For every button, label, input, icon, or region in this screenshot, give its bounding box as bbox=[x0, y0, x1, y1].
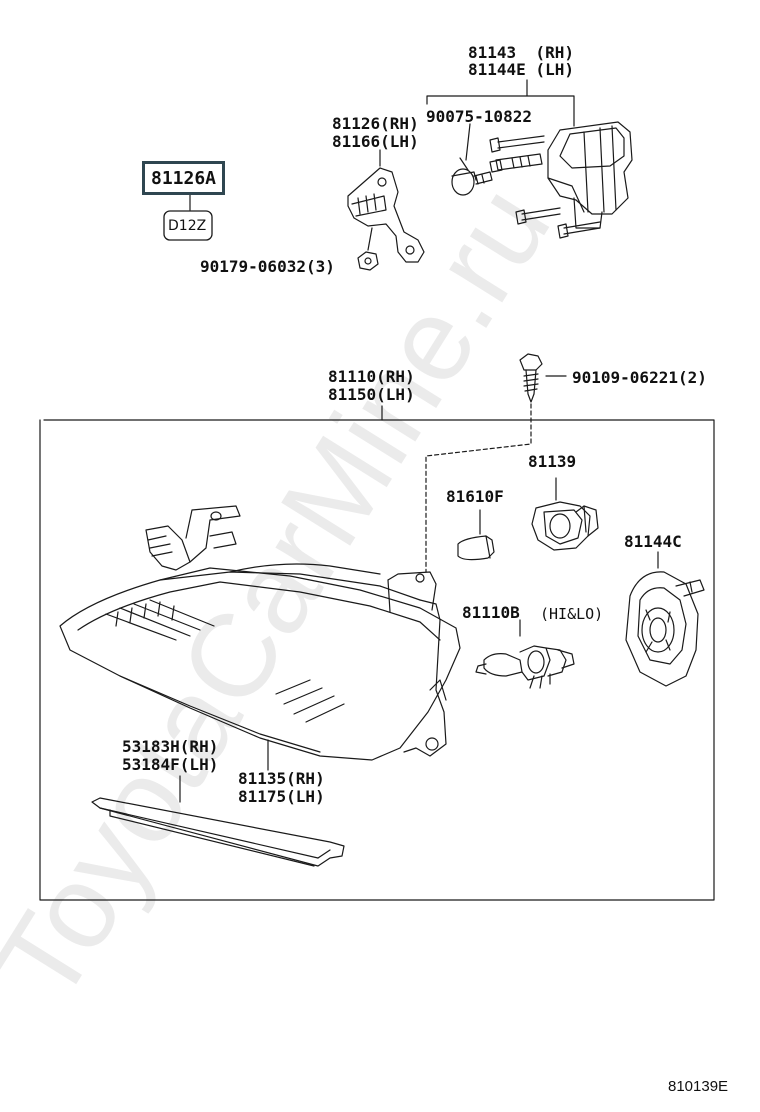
label-81150[interactable]: 81150(LH) bbox=[328, 385, 415, 404]
headlamp-drawing bbox=[59, 505, 461, 761]
bulb-81610F-drawing bbox=[457, 509, 495, 561]
leader-90075 bbox=[465, 123, 471, 161]
screw-90109-drawing bbox=[519, 353, 567, 403]
label-53183H[interactable]: 53183H(RH) bbox=[122, 737, 219, 756]
bulb-badge-text: D12Z bbox=[168, 218, 207, 234]
label-81144E[interactable]: 81144E (LH) bbox=[468, 60, 574, 79]
bulb-81110B-drawing bbox=[475, 619, 575, 689]
leader-81143 bbox=[426, 79, 575, 127]
label-81135[interactable]: 81135(RH) bbox=[238, 769, 325, 788]
label-81166[interactable]: 81166(LH) bbox=[332, 132, 419, 151]
label-81139[interactable]: 81139 bbox=[528, 452, 577, 471]
label-90109-06221[interactable]: 90109-06221(2) bbox=[572, 368, 707, 387]
bracket-81126-drawing bbox=[347, 149, 425, 263]
label-81110B[interactable]: 81110B bbox=[462, 603, 520, 622]
cover-81144C-drawing bbox=[625, 551, 705, 687]
label-90179-06032[interactable]: 90179-06032(3) bbox=[200, 257, 335, 276]
screw-insertion-path bbox=[425, 403, 532, 573]
highlighted-part-81126A[interactable]: 81126A bbox=[142, 161, 226, 195]
actuator-assembly-drawing bbox=[451, 121, 633, 239]
label-81610F[interactable]: 81610F bbox=[446, 487, 504, 506]
label-81175[interactable]: 81175(LH) bbox=[238, 787, 325, 806]
diagram-id: 810139E bbox=[668, 1078, 729, 1095]
label-81126[interactable]: 81126(RH) bbox=[332, 114, 419, 133]
seal-strip-drawing bbox=[91, 797, 345, 867]
bulb-badge-frame bbox=[163, 210, 213, 241]
label-81144C[interactable]: 81144C bbox=[624, 532, 682, 551]
assembly-frame bbox=[39, 419, 715, 901]
label-81110[interactable]: 81110(RH) bbox=[328, 367, 415, 386]
label-81143[interactable]: 81143 (RH) bbox=[468, 43, 574, 62]
nut-90179-drawing bbox=[357, 251, 379, 271]
label-53184F[interactable]: 53184F(LH) bbox=[122, 755, 219, 774]
label-90075-10822[interactable]: 90075-10822 bbox=[426, 107, 532, 126]
label-81110B-note: (HI&LO) bbox=[540, 605, 604, 623]
socket-81139-drawing bbox=[531, 477, 599, 551]
